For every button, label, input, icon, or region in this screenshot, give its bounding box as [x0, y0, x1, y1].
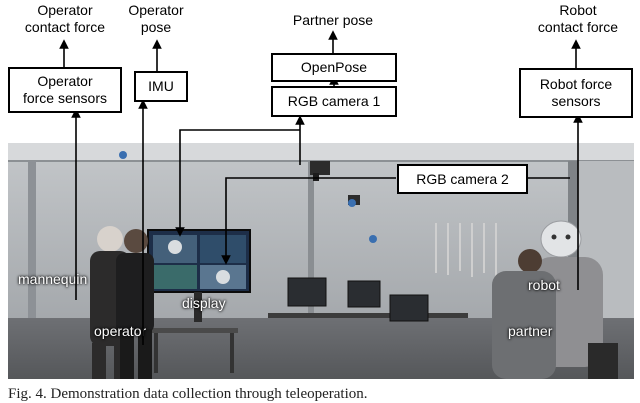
- rgb-camera-1-box: RGB camera 1: [271, 86, 397, 117]
- partner-figure: [492, 249, 556, 379]
- openpose-box: OpenPose: [271, 53, 397, 82]
- imu-box: IMU: [134, 71, 188, 102]
- camera-1-device: [310, 161, 330, 181]
- column: [308, 161, 314, 351]
- figure-caption: Fig. 4. Demonstration data collection th…: [8, 386, 368, 402]
- lab-photo: mannequin operator display robot partner: [8, 143, 634, 379]
- robot-force-sensors-box: Robot force sensors: [519, 68, 633, 118]
- computer-monitor: [347, 280, 381, 308]
- ceiling: [8, 143, 634, 161]
- operator-pose-label: Operator pose: [128, 2, 184, 35]
- mannequin-label: mannequin: [18, 271, 88, 287]
- camera-2-device: [119, 151, 377, 243]
- partner-pose-label: Partner pose: [292, 12, 374, 28]
- operator-label: operator: [94, 323, 147, 339]
- computer-monitor: [389, 294, 429, 322]
- wall-pipes: [435, 223, 497, 279]
- rgb-camera-2-box: RGB camera 2: [397, 164, 528, 194]
- display-label: display: [182, 295, 226, 311]
- column: [28, 161, 36, 361]
- lab-scene-illustration: [8, 143, 634, 379]
- robot-contact-force-label: Robot contact force: [537, 2, 619, 35]
- partner-label: partner: [508, 323, 553, 339]
- computer-monitor: [287, 277, 327, 307]
- table: [148, 328, 238, 333]
- operator-force-sensors-box: Operator force sensors: [8, 67, 122, 113]
- operator-contact-force-label: Operator contact force: [24, 2, 106, 35]
- operator-figure: [116, 229, 154, 379]
- desk: [268, 313, 468, 318]
- robot-label: robot: [528, 277, 560, 293]
